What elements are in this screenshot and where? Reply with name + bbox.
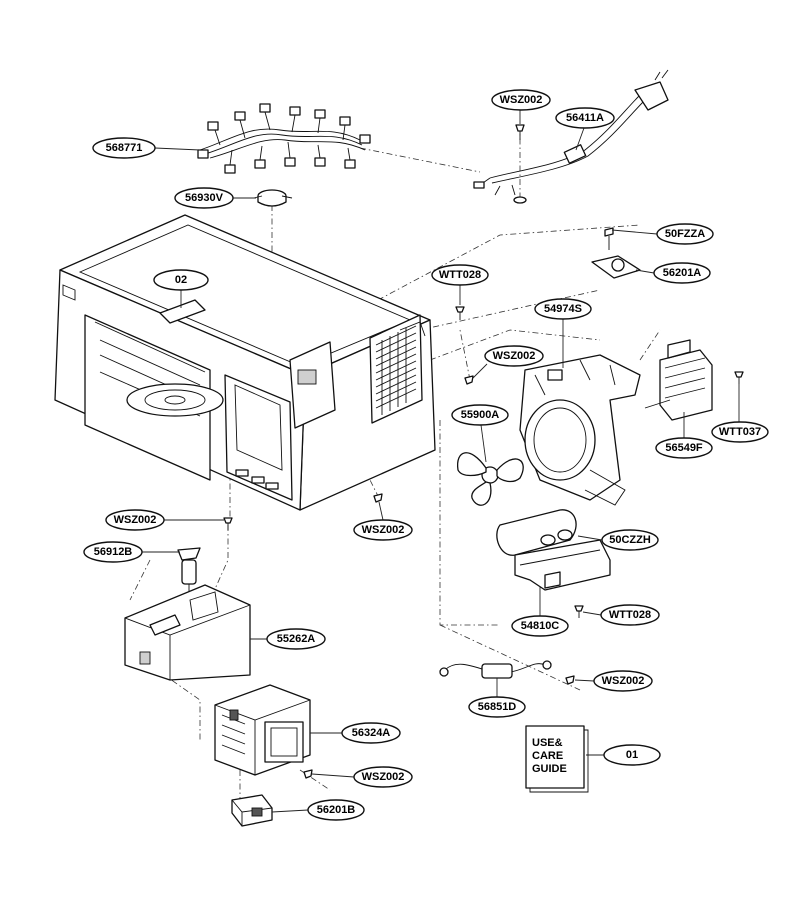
svg-text:50CZZH: 50CZZH [609, 534, 651, 546]
callout-54974S[interactable]: 54974S [534, 298, 592, 320]
svg-text:56411A: 56411A [566, 112, 604, 124]
svg-text:02: 02 [175, 274, 187, 286]
hv-diode-56201B[interactable] [231, 794, 273, 827]
callout-55262A[interactable]: 55262A [266, 628, 326, 650]
callout-54810C[interactable]: 54810C [511, 615, 569, 637]
svg-text:54974S: 54974S [544, 303, 582, 315]
svg-text:56912B: 56912B [94, 546, 133, 558]
latch-board-55262A[interactable] [124, 584, 251, 681]
fuse-56851D[interactable] [439, 660, 552, 679]
callout-wsz002-mid[interactable]: WSZ002 [484, 345, 544, 367]
svg-text:01: 01 [626, 749, 638, 761]
callout-wsz002-cavity[interactable]: WSZ002 [353, 519, 413, 541]
svg-text:50FZZA: 50FZZA [665, 228, 705, 240]
oven-cavity-assembly[interactable] [54, 214, 436, 511]
use-and-care-guide-book[interactable]: USE& CARE GUIDE [525, 725, 589, 793]
svg-text:WSZ002: WSZ002 [500, 94, 543, 106]
callout-55900A[interactable]: 55900A [451, 404, 509, 426]
wire-harness-568771[interactable] [197, 103, 371, 174]
callout-56411A[interactable]: 56411A [555, 107, 615, 129]
callout-56930V[interactable]: 56930V [174, 187, 234, 209]
manual-line-1: USE& [532, 737, 563, 749]
svg-text:55900A: 55900A [461, 409, 500, 421]
relay-56201A[interactable] [591, 227, 641, 279]
vent-grid [375, 325, 417, 415]
screw-wsz002-top [515, 124, 525, 140]
svg-text:56324A: 56324A [352, 727, 391, 739]
callout-wsz002-left[interactable]: WSZ002 [105, 509, 165, 531]
callout-wtt037[interactable]: WTT037 [711, 421, 769, 443]
svg-text:54810C: 54810C [521, 620, 560, 632]
fan-motor-56549F[interactable] [644, 339, 713, 421]
svg-text:568771: 568771 [106, 142, 143, 154]
callout-wsz002-top[interactable]: WSZ002 [491, 89, 551, 111]
svg-text:56201B: 56201B [317, 804, 356, 816]
callout-50CZZH[interactable]: 50CZZH [601, 529, 659, 551]
svg-text:55262A: 55262A [277, 633, 316, 645]
manual-line-2: CARE [532, 750, 563, 762]
capacitor-bracket-54810C[interactable] [514, 539, 611, 591]
svg-text:WSZ002: WSZ002 [362, 771, 405, 783]
callout-wsz002-magnetron[interactable]: WSZ002 [353, 766, 413, 788]
svg-text:WTT037: WTT037 [719, 426, 761, 438]
svg-text:WTT028: WTT028 [439, 269, 481, 281]
power-cord-56411A[interactable] [473, 69, 669, 204]
callout-wtt028-top[interactable]: WTT028 [431, 264, 489, 286]
svg-text:56851D: 56851D [478, 701, 517, 713]
svg-text:56549F: 56549F [665, 442, 703, 454]
leader-lines [142, 110, 740, 813]
callout-56912B[interactable]: 56912B [83, 541, 143, 563]
callout-56324A[interactable]: 56324A [341, 722, 401, 744]
svg-text:WSZ002: WSZ002 [602, 675, 645, 687]
svg-text:WSZ002: WSZ002 [362, 524, 405, 536]
callout-02[interactable]: 02 [153, 269, 209, 291]
svg-text:WSZ002: WSZ002 [493, 350, 536, 362]
fan-bracket-54974S[interactable] [519, 354, 641, 506]
svg-text:WSZ002: WSZ002 [114, 514, 157, 526]
manual-line-3: GUIDE [532, 763, 567, 775]
magnetron-56324A[interactable] [214, 684, 311, 776]
screws [223, 306, 744, 779]
callout-568771[interactable]: 568771 [92, 137, 156, 159]
callout-56201B[interactable]: 56201B [307, 799, 365, 821]
callout-56201A[interactable]: 56201A [653, 262, 711, 284]
svg-text:56930V: 56930V [185, 192, 224, 204]
thermostat-56930V[interactable] [253, 189, 293, 207]
callout-50FZZA[interactable]: 50FZZA [656, 223, 714, 245]
fan-blade-55900A[interactable] [456, 452, 524, 506]
hv-capacitor-50CZZH[interactable] [496, 509, 577, 556]
door-switch-56912B[interactable] [177, 547, 201, 600]
svg-text:WTT028: WTT028 [609, 609, 651, 621]
callout-01[interactable]: 01 [603, 744, 661, 766]
callout-56549F[interactable]: 56549F [655, 437, 713, 459]
svg-text:56201A: 56201A [663, 267, 702, 279]
callout-wsz002-fuse[interactable]: WSZ002 [593, 670, 653, 692]
callout-wtt028-bottom[interactable]: WTT028 [600, 604, 660, 626]
callout-56851D[interactable]: 56851D [468, 696, 526, 718]
